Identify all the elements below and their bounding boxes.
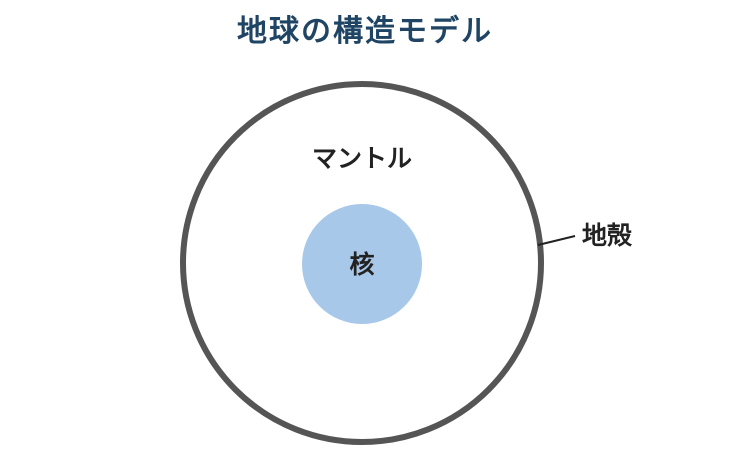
core-label: 核 bbox=[349, 250, 374, 279]
diagram-title: 地球の構造モデル bbox=[237, 14, 493, 49]
crust-label: 地殻 bbox=[582, 221, 633, 250]
core-circle bbox=[302, 204, 422, 324]
crust-leader-line bbox=[537, 235, 576, 246]
mantle-label: マントル bbox=[312, 144, 412, 173]
